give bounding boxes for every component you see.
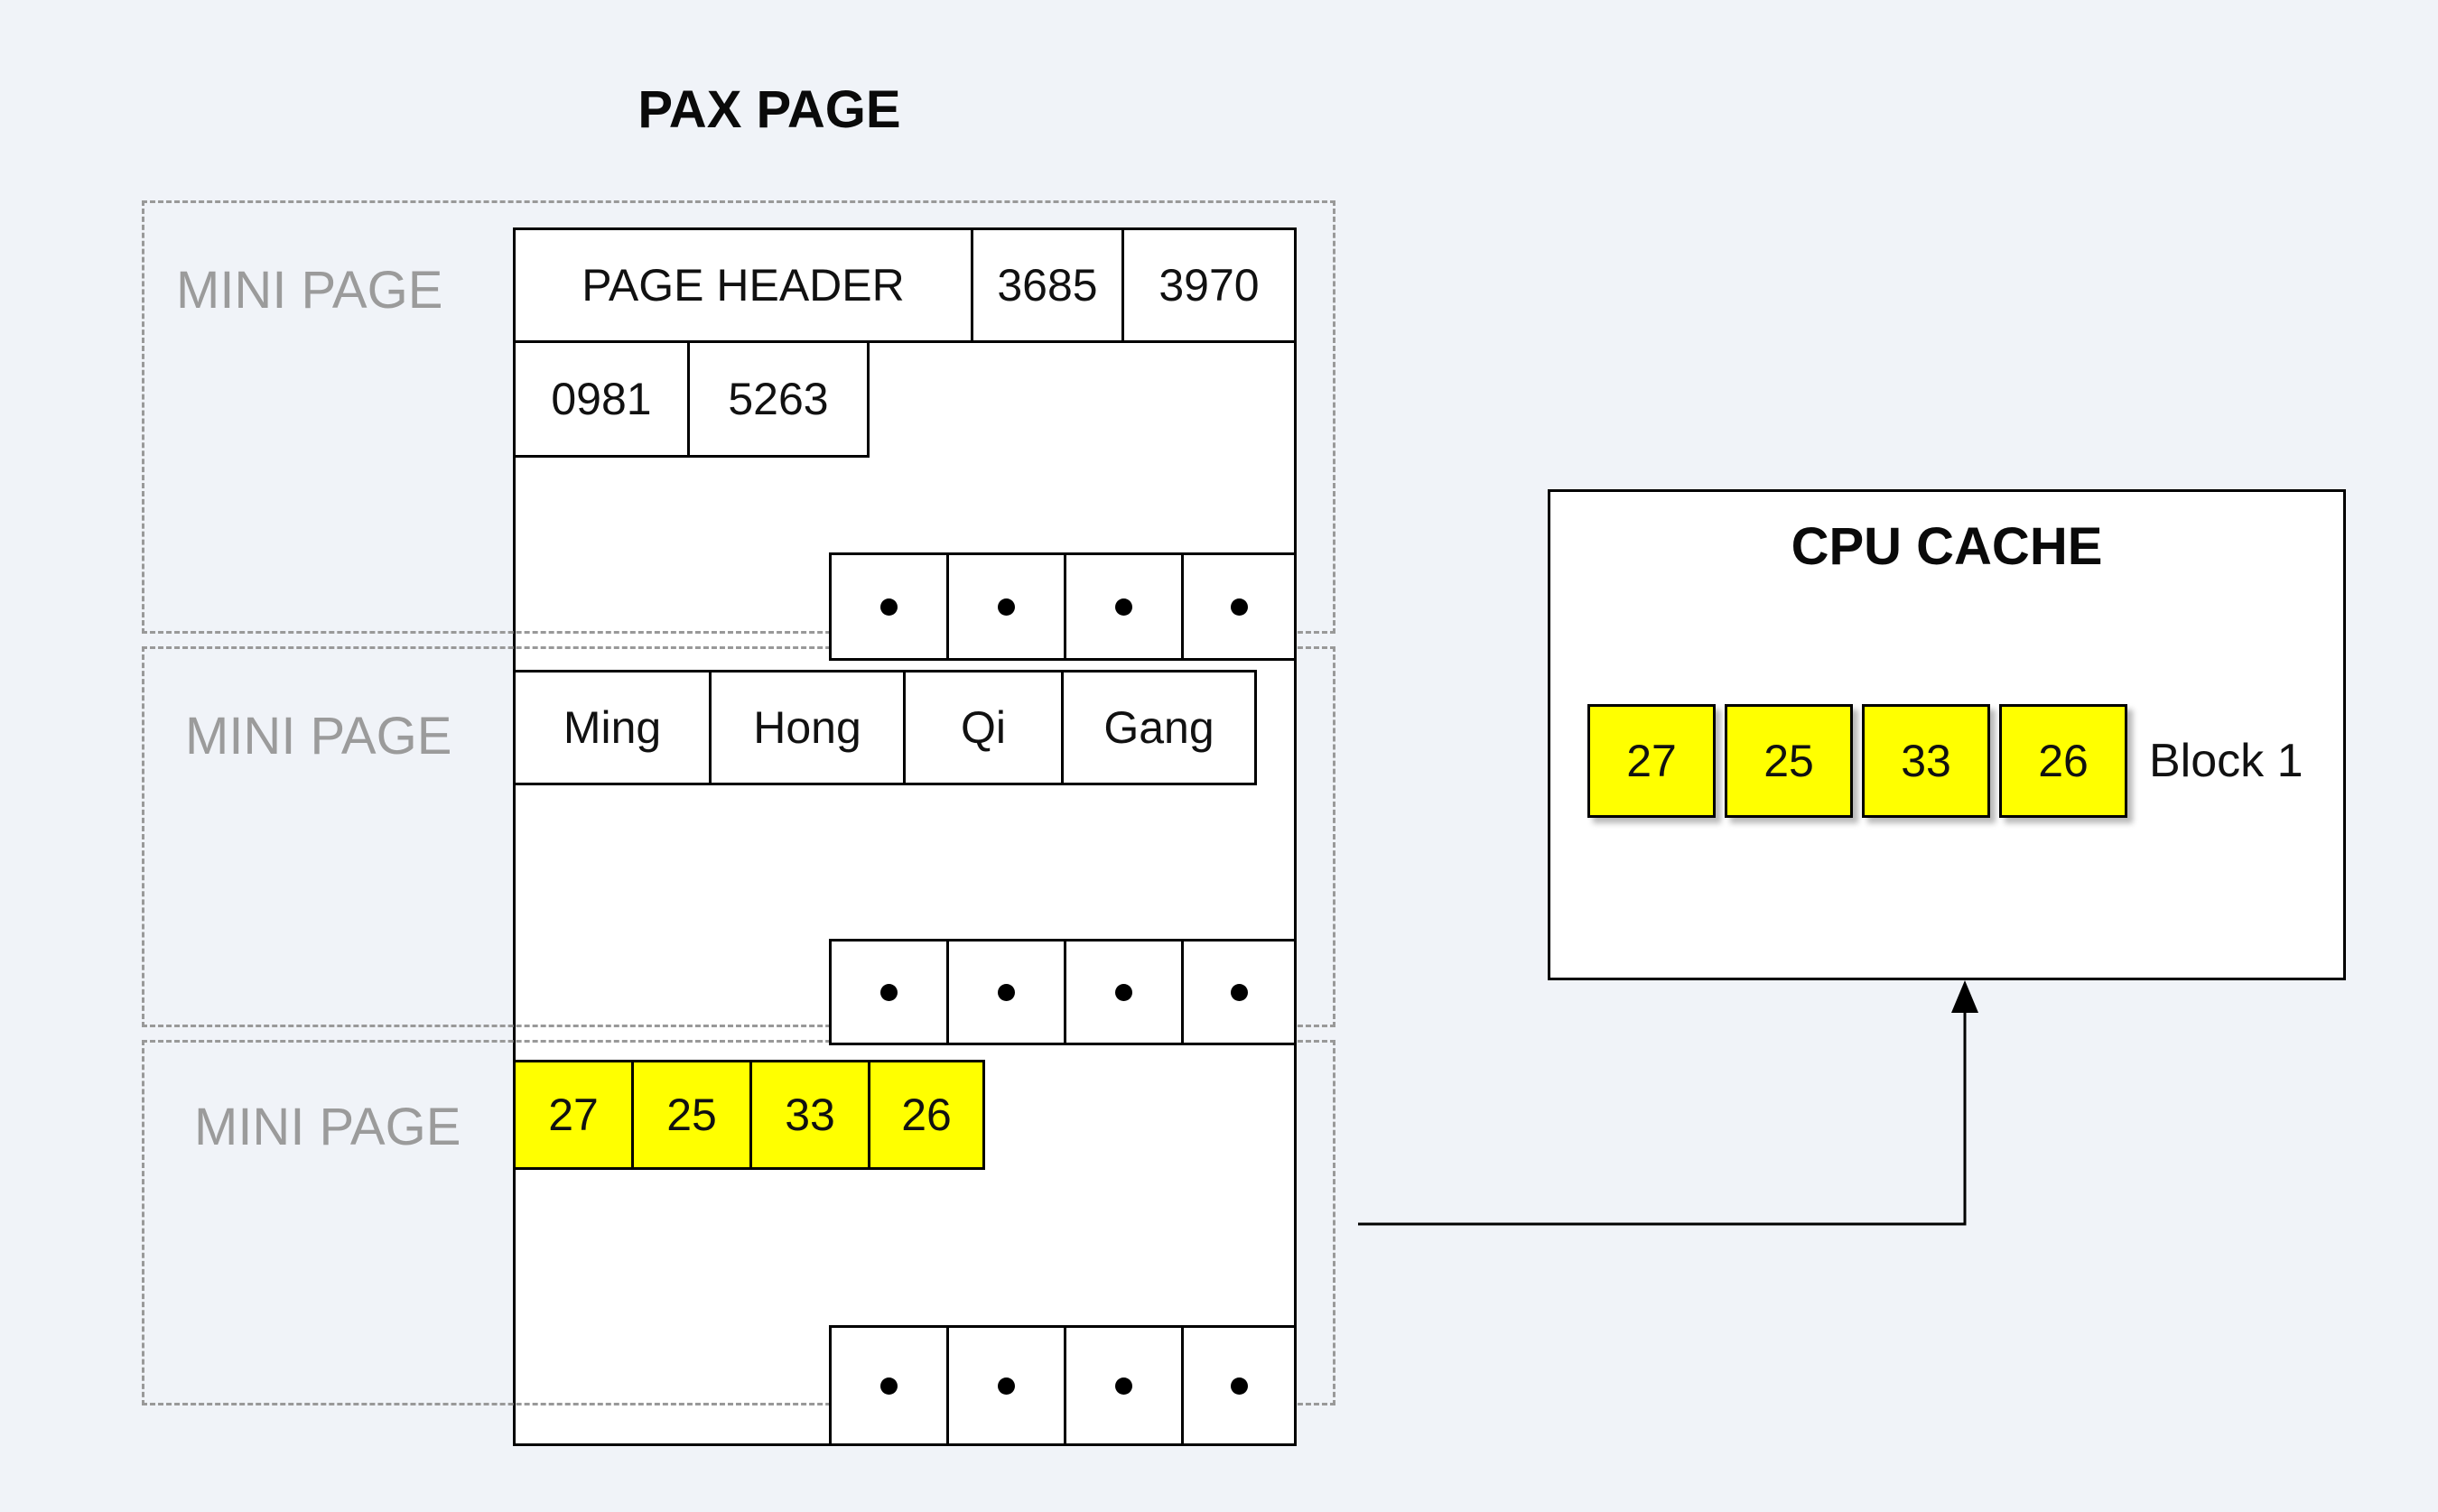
age-cell-highlighted-27: 27 (513, 1060, 634, 1170)
bullet-dot-icon (1230, 1377, 1248, 1395)
name-cell-hong: Hong (709, 670, 906, 785)
mini-page-label-2: MINI PAGE (185, 707, 452, 765)
name-cell-gang: Gang (1061, 670, 1257, 785)
mini-page-box-2 (142, 646, 1335, 1027)
bullet-cell (946, 939, 1066, 1045)
cache-block-cell-27: 27 (1587, 704, 1716, 818)
cache-block-cell-26: 26 (1999, 704, 2127, 818)
bullet-cell (1064, 1325, 1184, 1446)
bullet-dot-icon (1115, 1377, 1132, 1395)
bullet-cell (829, 939, 949, 1045)
bullet-dot-icon (998, 598, 1015, 616)
bullet-cell (829, 552, 949, 661)
age-cell-highlighted-26: 26 (868, 1060, 985, 1170)
cache-block-label: Block 1 (2149, 735, 2303, 787)
header-value-cell-0981: 0981 (513, 340, 690, 458)
bullet-cell (1181, 552, 1297, 661)
cache-block-cell-25: 25 (1725, 704, 1853, 818)
bullet-dot-icon (998, 1377, 1015, 1395)
age-cell-highlighted-25: 25 (631, 1060, 752, 1170)
header-value-cell-5263: 5263 (687, 340, 870, 458)
bullet-cell (946, 552, 1066, 661)
bullet-dot-icon (1115, 983, 1132, 1001)
bullet-dot-icon (880, 1377, 898, 1395)
bullet-dot-icon (880, 598, 898, 616)
bullet-dot-icon (1115, 598, 1132, 616)
bullet-cell (1064, 552, 1184, 661)
bullet-dot-icon (1230, 983, 1248, 1001)
mini-page-box-1 (142, 200, 1335, 634)
mini-page-label-1: MINI PAGE (176, 261, 443, 320)
page-header-cell: PAGE HEADER (513, 227, 973, 343)
bullet-cell (1181, 939, 1297, 1045)
age-cell-highlighted-33: 33 (749, 1060, 870, 1170)
bullet-dot-icon (880, 983, 898, 1001)
bullet-dot-icon (1230, 598, 1248, 616)
bullet-cell (1064, 939, 1184, 1045)
header-value-cell-3970: 3970 (1121, 227, 1297, 343)
bullet-cell (946, 1325, 1066, 1446)
name-cell-ming: Ming (513, 670, 712, 785)
pax-page-title: PAX PAGE (637, 80, 901, 139)
header-value-cell-3685: 3685 (971, 227, 1124, 343)
name-cell-qi: Qi (903, 670, 1064, 785)
cache-block-cell-33: 33 (1862, 704, 1990, 818)
bullet-cell (1181, 1325, 1297, 1446)
bullet-cell (829, 1325, 949, 1446)
cpu-cache-title: CPU CACHE (1791, 517, 2103, 576)
bullet-dot-icon (998, 983, 1015, 1001)
mini-page-label-3: MINI PAGE (194, 1098, 461, 1156)
mini-page-box-3 (142, 1040, 1335, 1405)
